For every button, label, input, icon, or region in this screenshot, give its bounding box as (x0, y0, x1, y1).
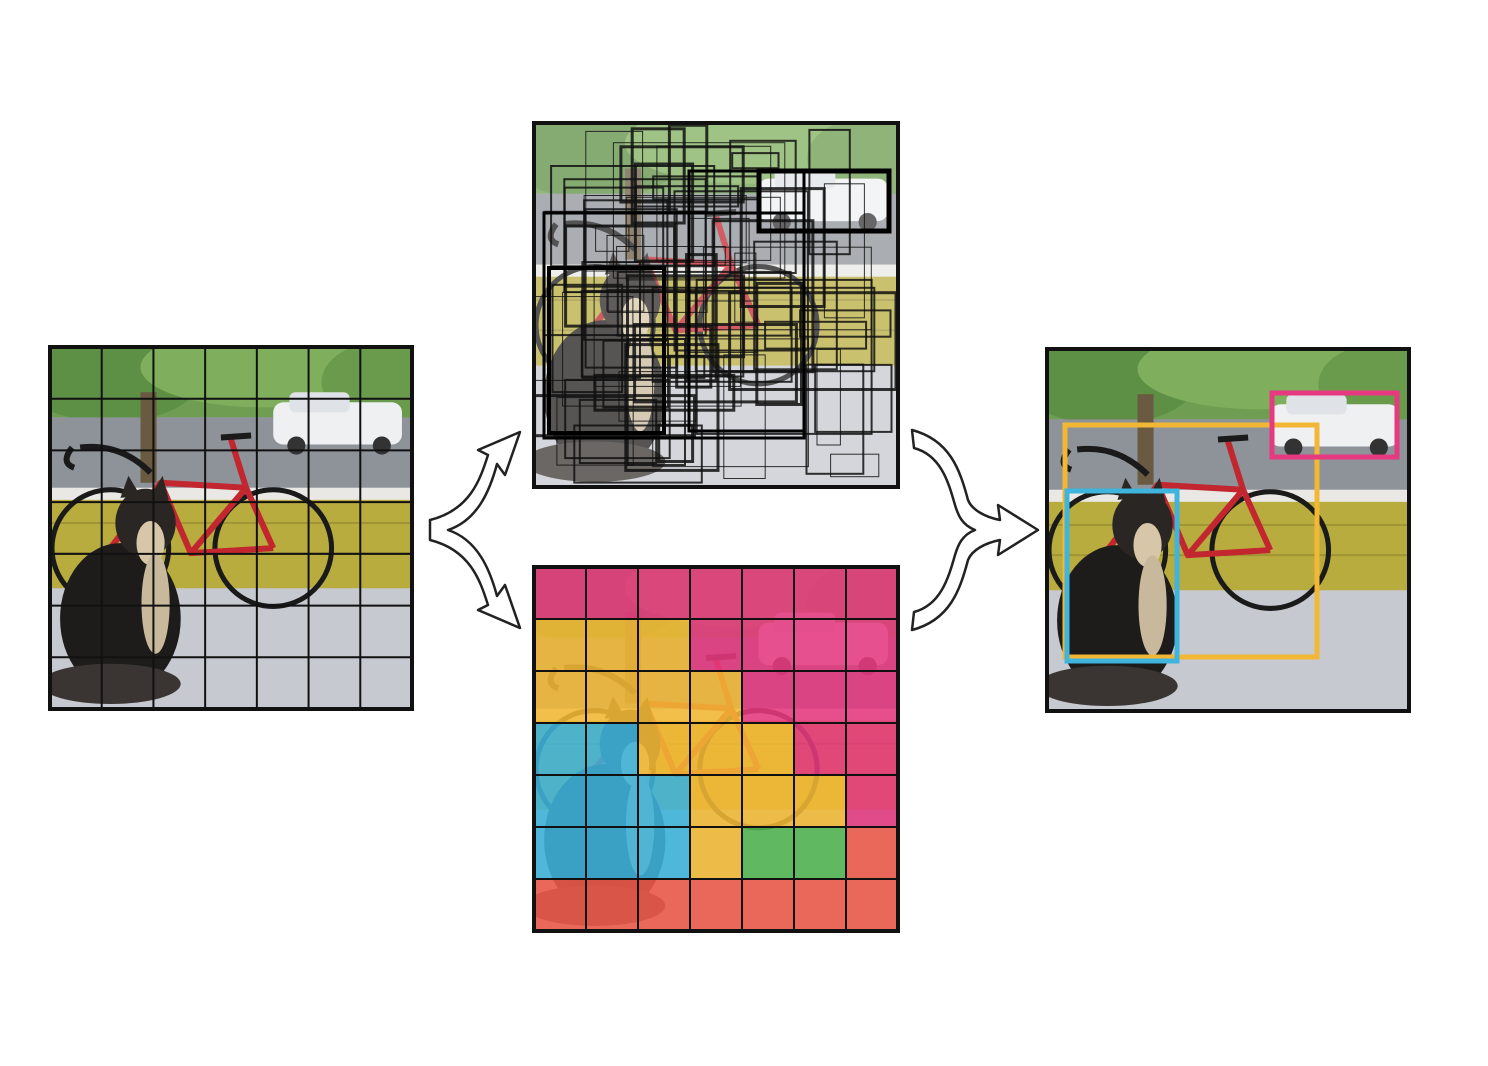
probability-cell-bicycle (742, 775, 794, 827)
probability-frame (532, 565, 900, 933)
probability-cell-bicycle (534, 619, 586, 671)
probability-cells (534, 567, 898, 931)
probability-cell-car (846, 567, 898, 619)
candidate-box (814, 363, 893, 433)
candidate-box (702, 246, 872, 331)
probability-cell-green-class (742, 827, 794, 879)
probability-cell-dog (534, 723, 586, 775)
candidate-box (675, 324, 713, 389)
probability-cell-dog (534, 775, 586, 827)
candidate-box (685, 253, 718, 383)
detections-photo (1017, 329, 1439, 711)
candidate-box (573, 424, 703, 484)
input-frame (48, 345, 414, 711)
probability-cell-dog (586, 723, 638, 775)
probability-cell-bicycle (794, 775, 846, 827)
candidate-box (612, 142, 786, 279)
final-detections-panel (1017, 329, 1439, 713)
candidate-box (606, 234, 645, 312)
probability-cell-dining-table (846, 827, 898, 879)
candidate-box (551, 283, 624, 394)
class-probability-map-panel (532, 565, 900, 933)
probability-cell-dining-table (846, 879, 898, 931)
probability-grid (534, 567, 898, 931)
probability-cell-dining-table (690, 879, 742, 931)
probability-cell-car (534, 567, 586, 619)
candidate-box (808, 128, 851, 256)
candidate-box (711, 219, 815, 374)
candidate-box (823, 183, 865, 319)
candidate-box (634, 185, 740, 208)
candidate-box (564, 378, 671, 460)
bounding-boxes-panel (532, 121, 900, 489)
probability-cell-car (794, 671, 846, 723)
probability-cell-car (742, 671, 794, 723)
candidate-box (542, 211, 806, 440)
probability-cell-dog (586, 775, 638, 827)
candidate-box (657, 423, 695, 463)
probability-cell-dog (534, 827, 586, 879)
probability-cell-car (742, 567, 794, 619)
probability-cell-car (690, 567, 742, 619)
probability-cell-bicycle (586, 671, 638, 723)
candidate-box (731, 152, 780, 170)
probability-cell-green-class (794, 827, 846, 879)
probability-cell-dining-table (586, 879, 638, 931)
probability-cell-dog (638, 775, 690, 827)
probability-cell-car (846, 775, 898, 827)
probability-cell-car (846, 723, 898, 775)
probability-cell-car (742, 619, 794, 671)
split-arrow-icon (428, 430, 522, 630)
probability-cell-dining-table (534, 879, 586, 931)
probability-cell-car (794, 723, 846, 775)
probability-cell-car (690, 619, 742, 671)
merge-arrow-icon (910, 428, 1040, 632)
candidate-box (799, 309, 892, 338)
probability-cell-bicycle (690, 671, 742, 723)
candidate-box (583, 195, 747, 263)
input-photo (20, 327, 442, 709)
probability-cell-bicycle (586, 619, 638, 671)
probability-cell-bicycle (534, 671, 586, 723)
detection-box-car (1269, 390, 1400, 460)
input-image-panel (20, 327, 442, 711)
probability-cell-bicycle (690, 723, 742, 775)
probability-cell-bicycle (742, 723, 794, 775)
probability-cell-bicycle (638, 619, 690, 671)
probability-cell-bicycle (638, 671, 690, 723)
detection-box-dog (1064, 488, 1180, 664)
candidate-box (753, 240, 838, 371)
candidate-box (564, 224, 677, 328)
probability-cell-car (794, 567, 846, 619)
candidate-box (619, 145, 745, 204)
probability-cell-dining-table (794, 879, 846, 931)
probability-cell-bicycle (638, 723, 690, 775)
probability-cell-dog (638, 827, 690, 879)
candidate-box (652, 338, 809, 468)
probability-cell-dining-table (742, 879, 794, 931)
candidate-box (602, 339, 669, 409)
candidate-box (547, 266, 666, 435)
detections-frame (1045, 347, 1411, 713)
candidate-box (830, 453, 880, 478)
probability-cell-car (846, 619, 898, 671)
probability-cell-car (586, 567, 638, 619)
probability-cell-bicycle (690, 827, 742, 879)
probability-cell-car (794, 619, 846, 671)
probability-cell-dining-table (638, 879, 690, 931)
probability-cell-car (846, 671, 898, 723)
probability-cell-car (638, 567, 690, 619)
candidate-box (816, 348, 841, 446)
candidate-box (651, 286, 793, 383)
probability-cell-dog (586, 827, 638, 879)
candidate-box (656, 145, 772, 261)
candidate-box (723, 354, 766, 479)
boxes-frame (532, 121, 900, 489)
probability-cell-bicycle (690, 775, 742, 827)
candidate-box (756, 168, 892, 234)
input-grid (50, 347, 412, 709)
